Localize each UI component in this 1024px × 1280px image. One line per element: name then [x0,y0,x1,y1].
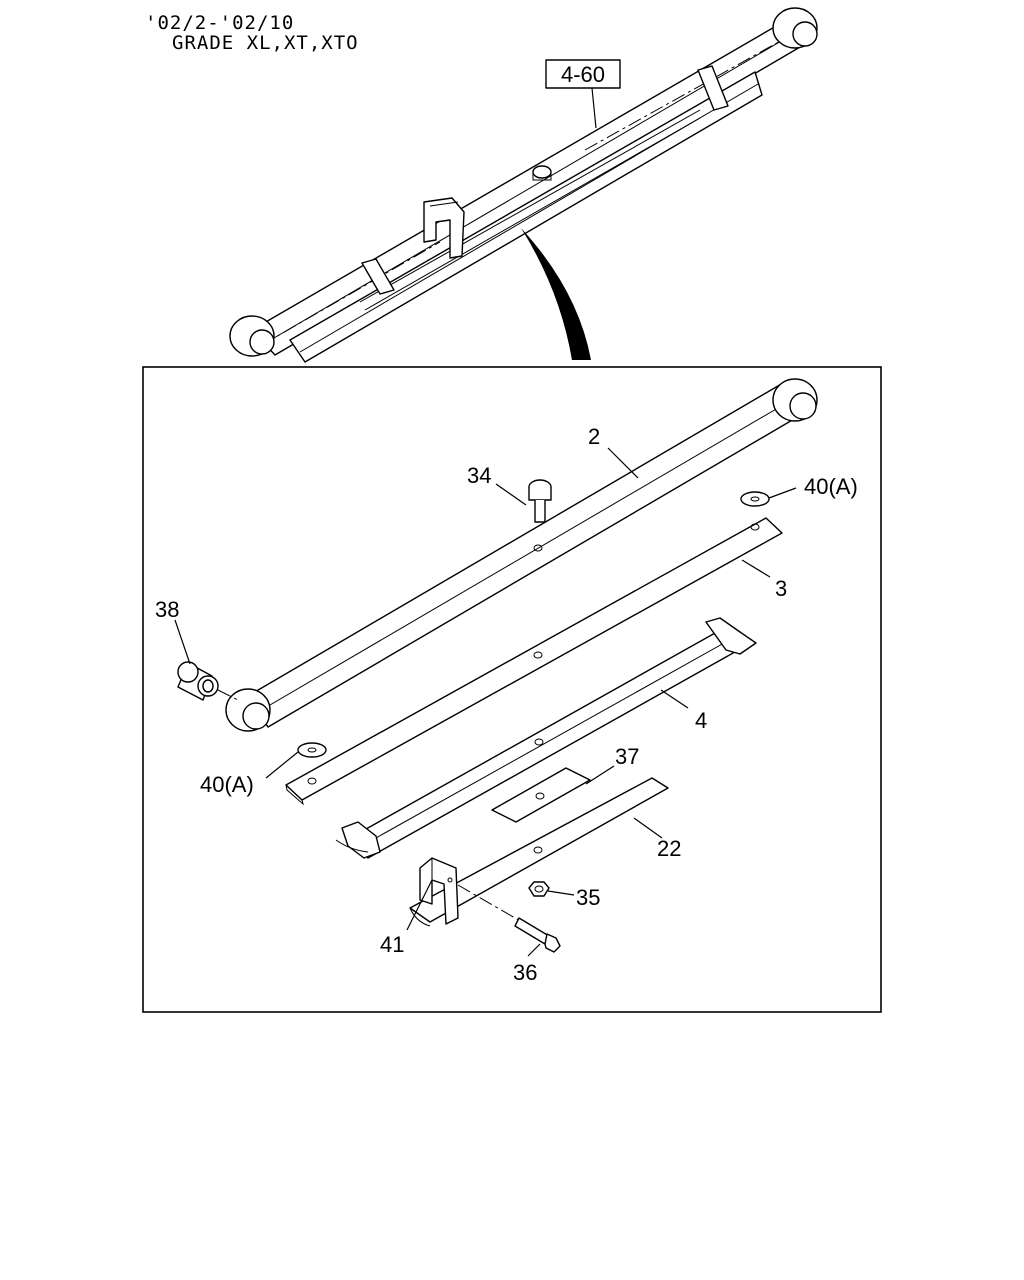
label-part-40a-left: 40(A) [200,772,254,797]
leader-lines [174,447,797,957]
label-part-36: 36 [513,960,537,985]
part-41-bracket[interactable] [419,857,523,925]
part-38-bushing[interactable] [177,661,239,701]
label-part-4: 4 [695,708,707,733]
part-2-main-leaf[interactable] [225,378,818,732]
part-40a-washer-left[interactable] [297,742,327,758]
part-36-bolt[interactable] [514,917,561,953]
label-part-3: 3 [775,576,787,601]
label-part-40a-top: 40(A) [804,474,858,499]
reference-callout-4-60[interactable]: 4-60 [545,59,621,129]
leaf-spring-assembly [229,7,818,363]
label-part-37: 37 [615,744,639,769]
header-grade: GRADE XL,XT,XTO [172,32,359,54]
label-part-34: 34 [467,463,491,488]
exploded-view-frame [142,366,882,1013]
part-40a-washer-top[interactable] [740,491,770,507]
part-4-third-leaf[interactable] [335,617,757,859]
label-part-35: 35 [576,885,600,910]
label-part-2: 2 [588,424,600,449]
label-part-41: 41 [380,932,404,957]
reference-label: 4-60 [561,62,605,87]
part-35-nut[interactable] [528,881,550,897]
label-part-38: 38 [155,597,179,622]
part-22-bottom-leaf[interactable] [409,777,669,927]
part-34-center-bolt[interactable] [528,479,552,523]
part-37-pad[interactable] [491,767,591,823]
exploded-view-arrow [521,228,591,360]
label-part-22: 22 [657,836,681,861]
part-3-second-leaf[interactable] [285,517,783,806]
header-date-range: '02/2-'02/10 [145,12,295,34]
